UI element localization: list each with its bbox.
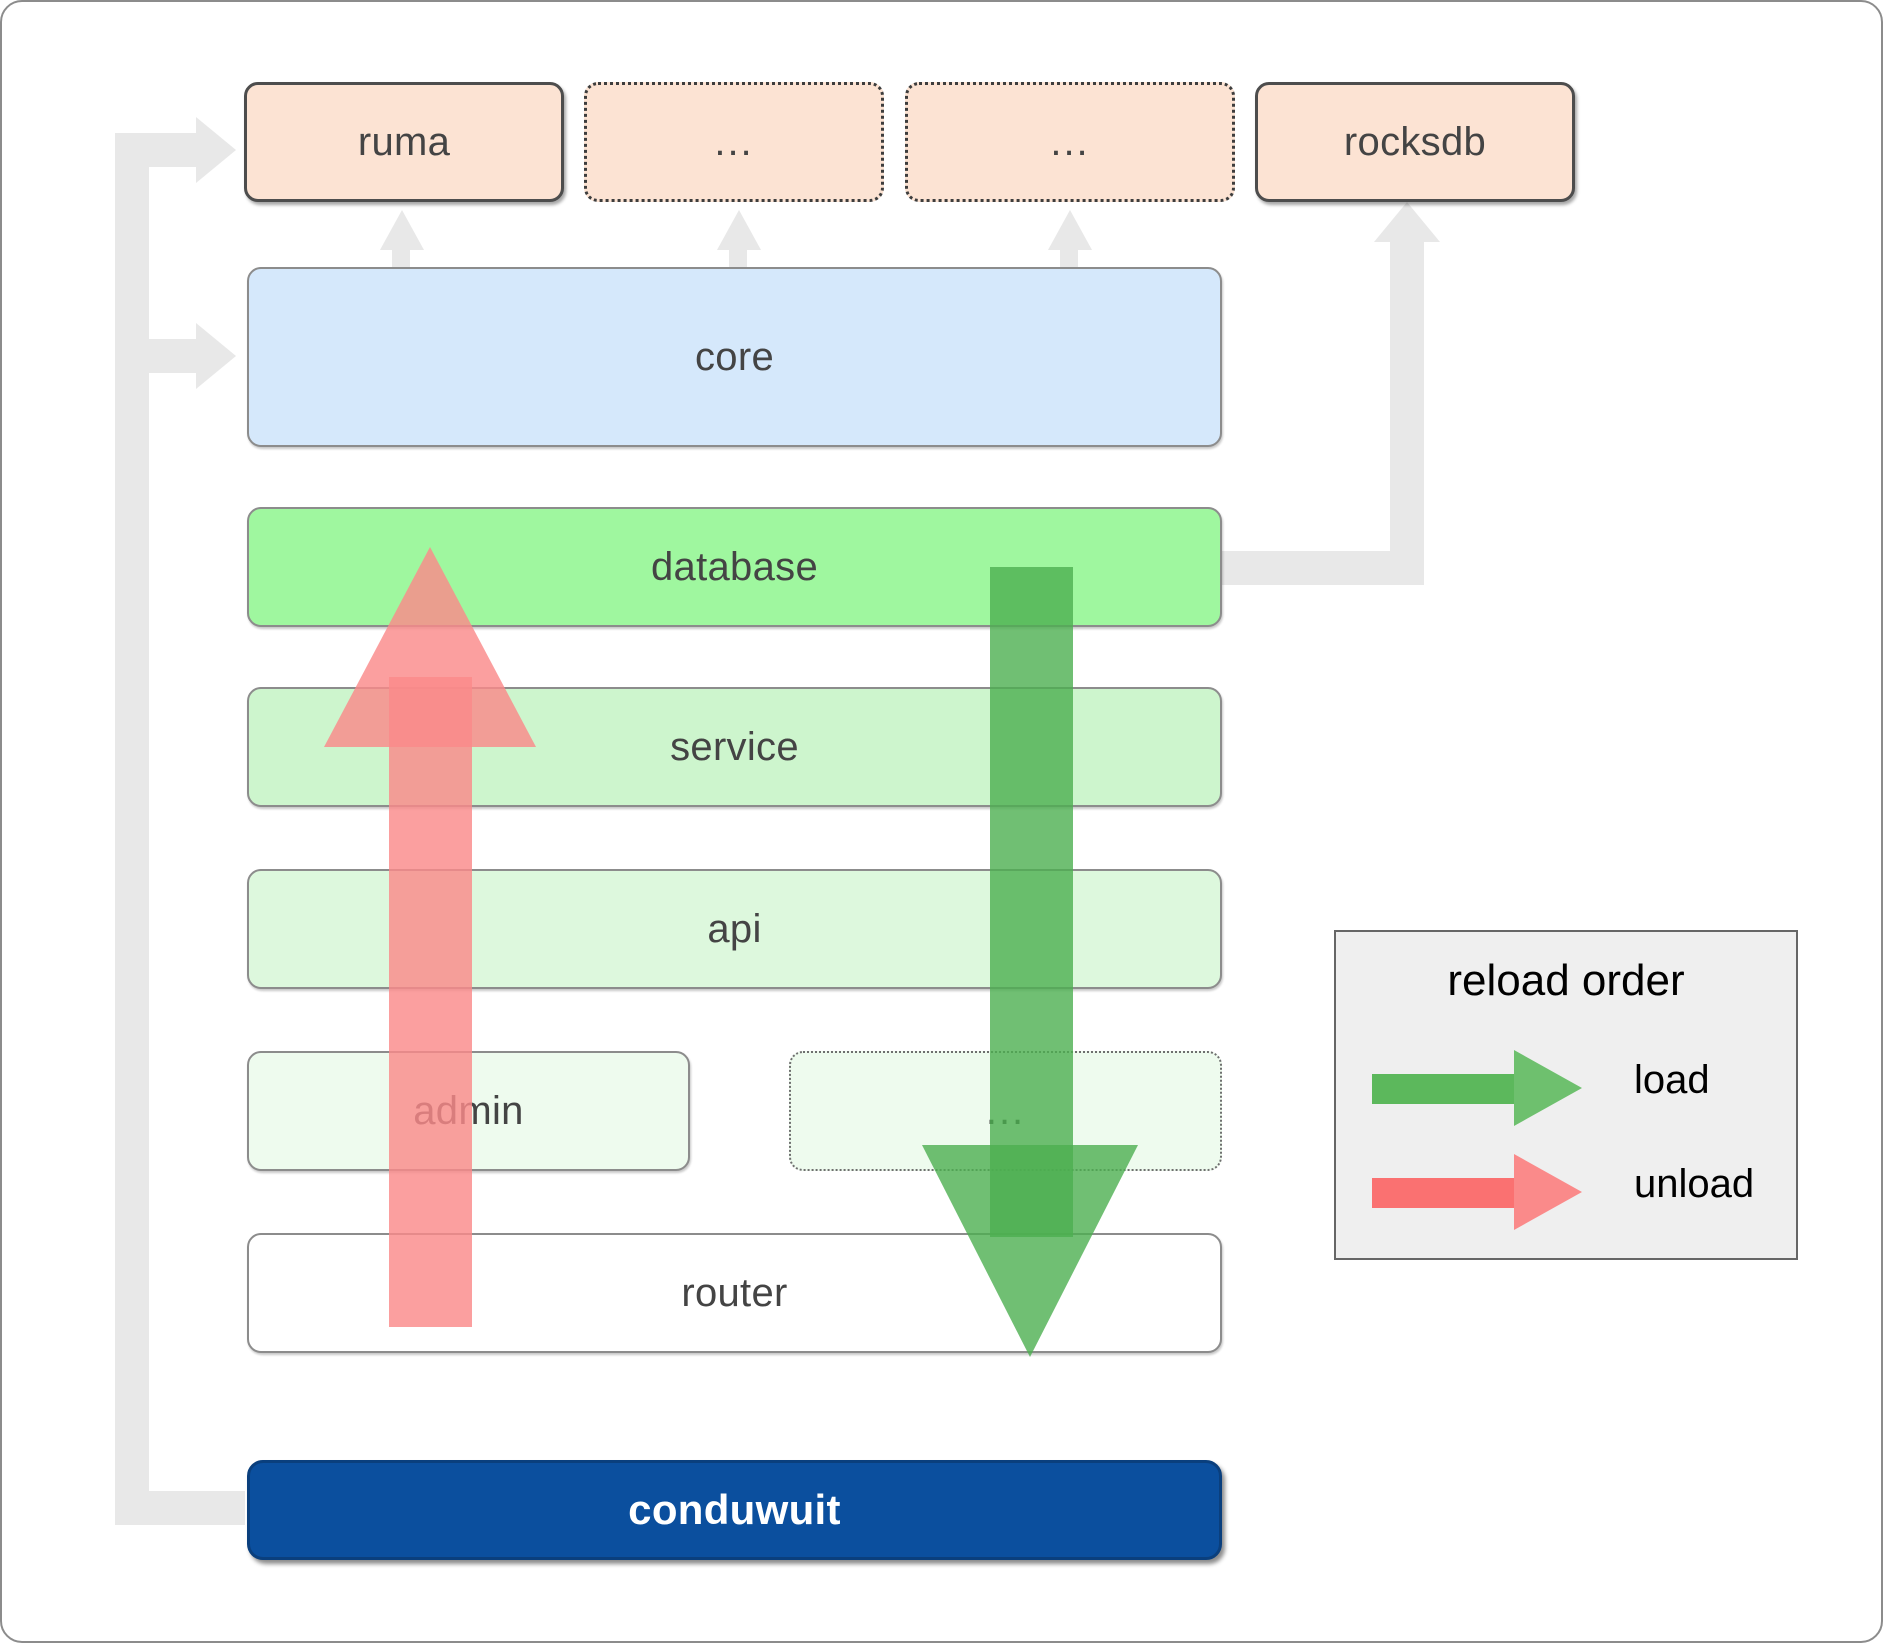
application-conduwuit[interactable]: conduwuit xyxy=(247,1460,1222,1560)
wire-to-core-arrowhead xyxy=(196,323,236,389)
legend-unload-label: unload xyxy=(1634,1162,1755,1206)
dependency-placeholder-1[interactable]: ... xyxy=(584,82,884,202)
dependency-ruma[interactable]: ruma xyxy=(244,82,564,202)
unload-arrow-head xyxy=(324,547,536,747)
legend-unload-arrowhead xyxy=(1514,1154,1582,1230)
load-arrow-shaft xyxy=(990,567,1073,1237)
wire-to-ruma-arrowhead xyxy=(196,117,236,183)
application-conduwuit-label: conduwuit xyxy=(628,1486,841,1533)
wire-to-ruma-horizontal xyxy=(115,133,210,167)
legend-title: reload order xyxy=(1447,956,1685,1005)
wire-db-to-right-horizontal xyxy=(1222,551,1414,585)
layer-core-label: core xyxy=(694,334,774,379)
layer-database-label: database xyxy=(651,544,818,589)
unload-arrow xyxy=(302,547,562,1327)
dependency-placeholder-2[interactable]: ... xyxy=(905,82,1235,202)
load-arrow-head xyxy=(922,1145,1138,1357)
layer-api-label: api xyxy=(707,906,762,951)
legend-load-bar xyxy=(1372,1074,1522,1104)
legend-unload-bar xyxy=(1372,1178,1522,1208)
wire-to-rocksdb-arrowhead xyxy=(1374,202,1440,242)
legend-load-arrowhead xyxy=(1514,1050,1582,1126)
dependency-placeholder-1-label: ... xyxy=(714,119,754,164)
dependency-rocksdb-label: rocksdb xyxy=(1343,119,1487,164)
legend-load-label: load xyxy=(1634,1058,1710,1102)
stub-core-to-dep2 xyxy=(729,242,747,272)
dependency-ruma-label: ruma xyxy=(357,119,451,164)
dependency-rocksdb[interactable]: rocksdb xyxy=(1255,82,1575,202)
layer-core[interactable]: core xyxy=(247,267,1222,447)
dependency-placeholder-2-label: ... xyxy=(1050,119,1090,164)
stub-core-to-ruma xyxy=(392,242,410,272)
wire-right-trunk-vertical xyxy=(1390,237,1424,585)
legend-panel: reload order load unload xyxy=(1334,930,1798,1260)
layer-service-label: service xyxy=(670,724,799,769)
stub-core-to-dep3 xyxy=(1060,242,1078,272)
layer-router-label: router xyxy=(681,1270,788,1315)
load-arrow xyxy=(902,567,1172,1357)
unload-arrow-shaft xyxy=(389,677,472,1327)
wire-to-core-horizontal xyxy=(115,339,210,373)
